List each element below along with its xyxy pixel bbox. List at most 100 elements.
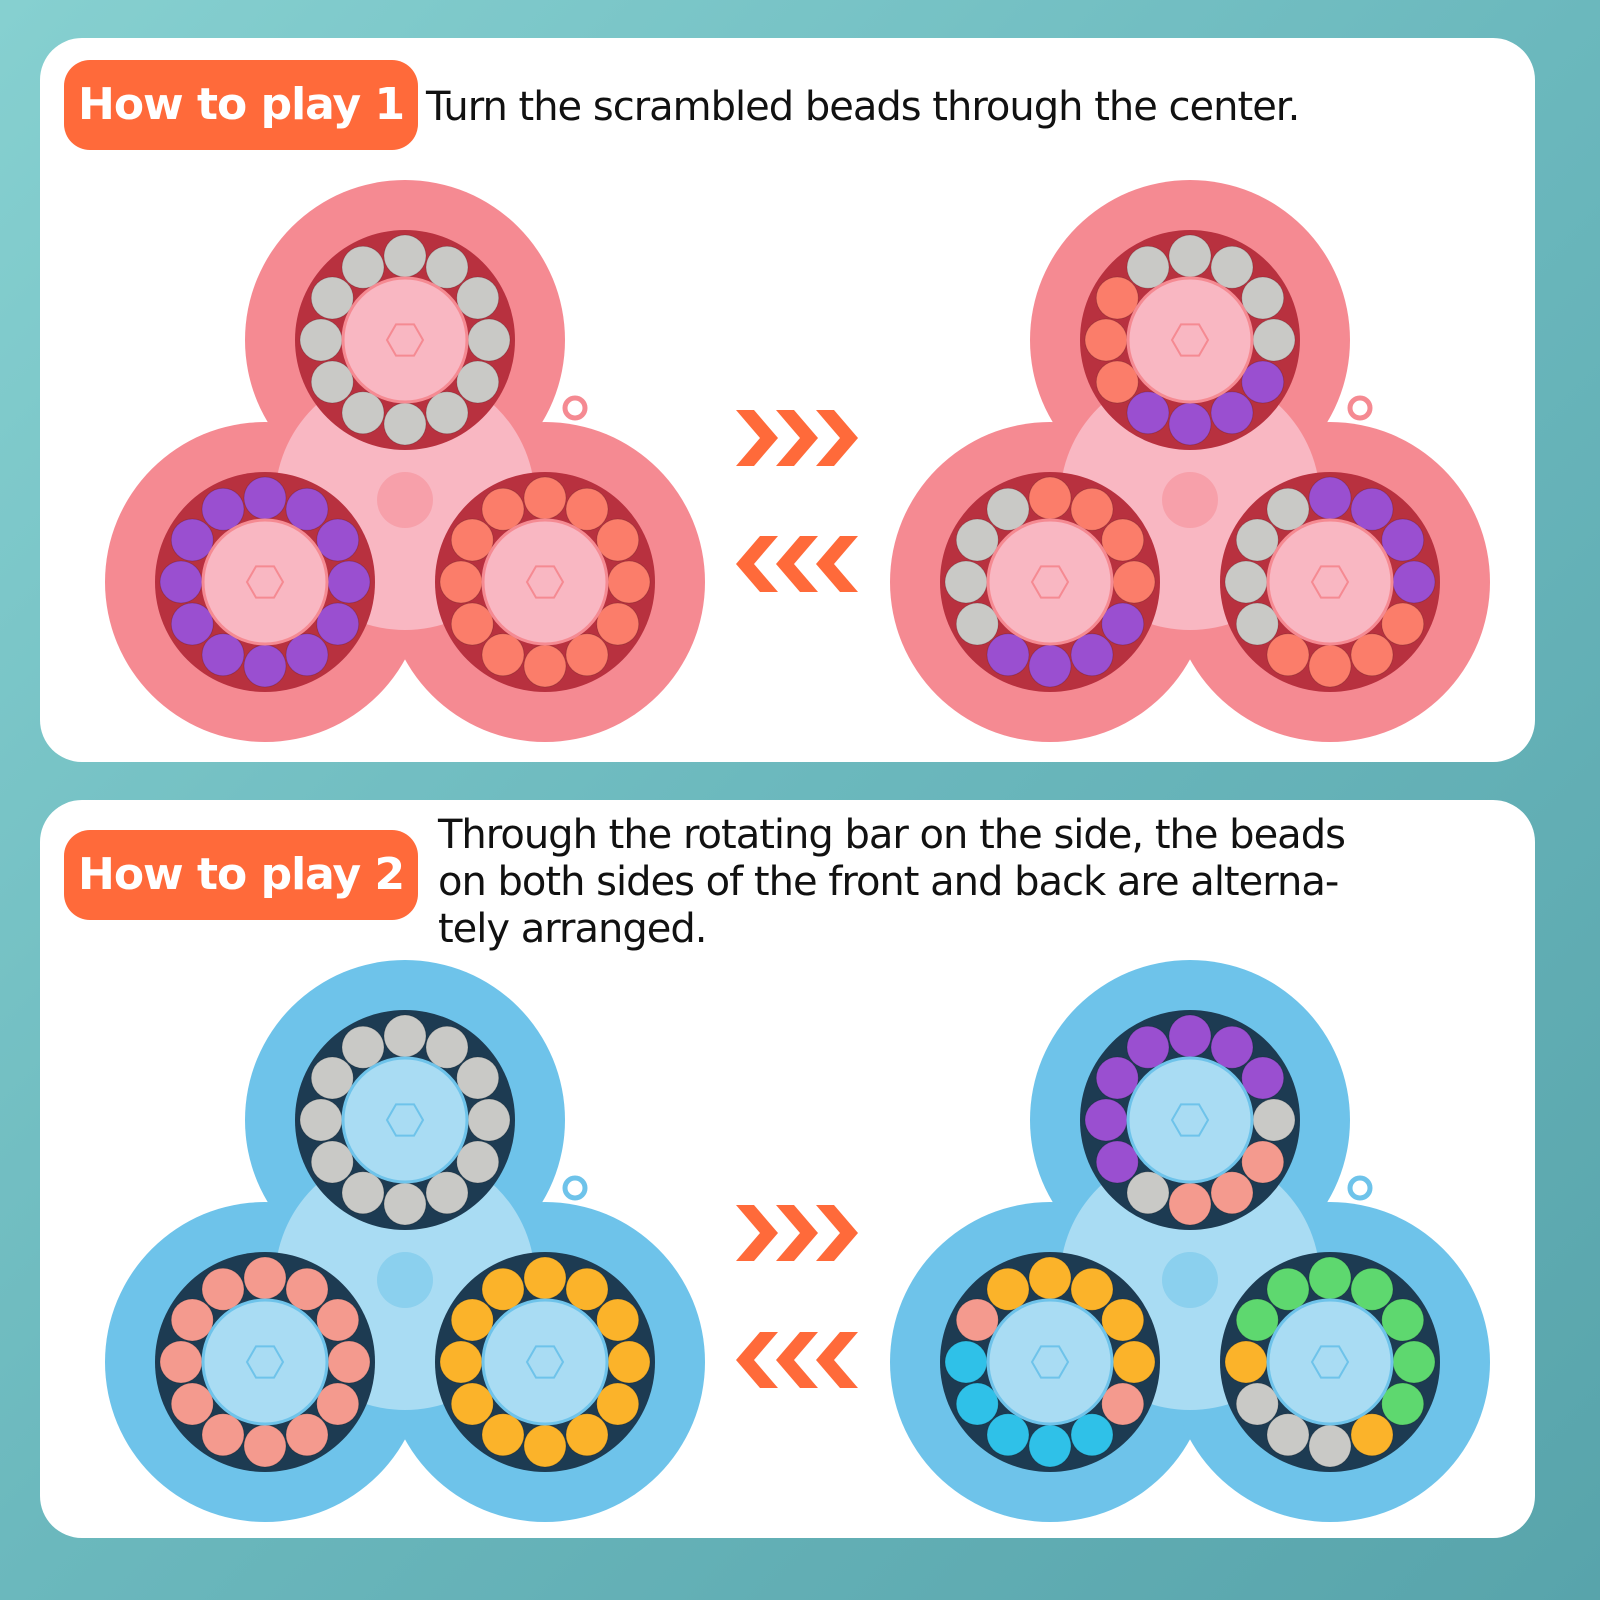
bead xyxy=(1168,1014,1212,1058)
center-knob xyxy=(377,1252,433,1308)
keychain-loop xyxy=(1347,395,1373,421)
bead xyxy=(439,560,483,604)
bead xyxy=(1392,560,1436,604)
blue-puzzle-start xyxy=(105,960,705,1522)
center-knob xyxy=(1162,472,1218,528)
bead xyxy=(383,1182,427,1226)
bead xyxy=(1126,1025,1170,1069)
bead xyxy=(481,1413,525,1457)
bead xyxy=(1235,602,1279,646)
bead xyxy=(1350,1413,1394,1457)
bead xyxy=(1350,1267,1394,1311)
bead xyxy=(1028,476,1072,520)
arrows-left-icon xyxy=(736,1332,858,1388)
rotating-disc xyxy=(986,1298,1114,1426)
bead xyxy=(299,1098,343,1142)
bead xyxy=(467,318,511,362)
bead xyxy=(285,633,329,677)
bead xyxy=(316,602,360,646)
rotating-disc xyxy=(481,518,609,646)
bead xyxy=(1381,1382,1425,1426)
description-line: tely arranged. xyxy=(438,906,707,952)
bead xyxy=(523,476,567,520)
bead xyxy=(955,1298,999,1342)
rotating-disc xyxy=(1126,1056,1254,1184)
bead xyxy=(467,1098,511,1142)
bead xyxy=(944,1340,988,1384)
bead xyxy=(450,1298,494,1342)
bead xyxy=(341,245,385,289)
bead xyxy=(1070,633,1114,677)
bead xyxy=(456,276,500,320)
bead xyxy=(316,518,360,562)
bead xyxy=(565,1267,609,1311)
bead xyxy=(1101,602,1145,646)
bead xyxy=(1241,360,1285,404)
bead xyxy=(170,602,214,646)
bead xyxy=(1028,644,1072,688)
bead xyxy=(1112,560,1156,604)
hex-icon xyxy=(1170,1103,1210,1137)
bead xyxy=(1266,1413,1310,1457)
chevron-left-icon xyxy=(776,536,818,592)
bead xyxy=(1210,1171,1254,1215)
bead xyxy=(1210,245,1254,289)
bead xyxy=(955,518,999,562)
bead xyxy=(341,391,385,435)
bead xyxy=(1241,1056,1285,1100)
chevron-right-icon xyxy=(736,410,778,466)
bead xyxy=(481,487,525,531)
rotating-disc xyxy=(1266,1298,1394,1426)
bead xyxy=(1084,1098,1128,1142)
arrows-right-icon xyxy=(736,410,858,466)
bead xyxy=(1084,318,1128,362)
bead xyxy=(425,391,469,435)
pink-puzzle-result xyxy=(890,180,1490,742)
bead xyxy=(1235,1382,1279,1426)
bead xyxy=(1381,518,1425,562)
bead xyxy=(1095,1140,1139,1184)
bead xyxy=(1266,633,1310,677)
bead xyxy=(425,245,469,289)
bead xyxy=(955,1382,999,1426)
bead xyxy=(596,518,640,562)
bead xyxy=(1308,644,1352,688)
bead xyxy=(1392,1340,1436,1384)
bead xyxy=(523,644,567,688)
bead xyxy=(481,1267,525,1311)
arrows-left-icon xyxy=(736,536,858,592)
bead xyxy=(159,1340,203,1384)
keychain-loop xyxy=(1347,1175,1373,1201)
bead xyxy=(383,1014,427,1058)
bead xyxy=(316,1382,360,1426)
bead xyxy=(607,1340,651,1384)
hex-icon xyxy=(1310,1345,1350,1379)
bead xyxy=(565,487,609,531)
bead xyxy=(1210,391,1254,435)
bead xyxy=(1168,1182,1212,1226)
bead xyxy=(986,633,1030,677)
bead xyxy=(1308,1256,1352,1300)
bead xyxy=(1070,1413,1114,1457)
how-to-play-1-badge: How to play 1 xyxy=(64,60,419,150)
bead xyxy=(383,234,427,278)
bead xyxy=(299,318,343,362)
bead xyxy=(456,1056,500,1100)
bead xyxy=(1224,1340,1268,1384)
bead xyxy=(1101,1298,1145,1342)
bead xyxy=(1266,487,1310,531)
hex-icon xyxy=(385,1103,425,1137)
bead xyxy=(201,1413,245,1457)
bead xyxy=(1381,602,1425,646)
keychain-loop xyxy=(562,1175,588,1201)
bead xyxy=(1266,1267,1310,1311)
bead xyxy=(1168,234,1212,278)
bead xyxy=(243,1424,287,1468)
arrows-right-icon xyxy=(736,1205,858,1261)
bead xyxy=(1095,276,1139,320)
bead xyxy=(1210,1025,1254,1069)
bead xyxy=(1126,1171,1170,1215)
rotating-disc xyxy=(986,518,1114,646)
hex-icon xyxy=(1310,565,1350,599)
